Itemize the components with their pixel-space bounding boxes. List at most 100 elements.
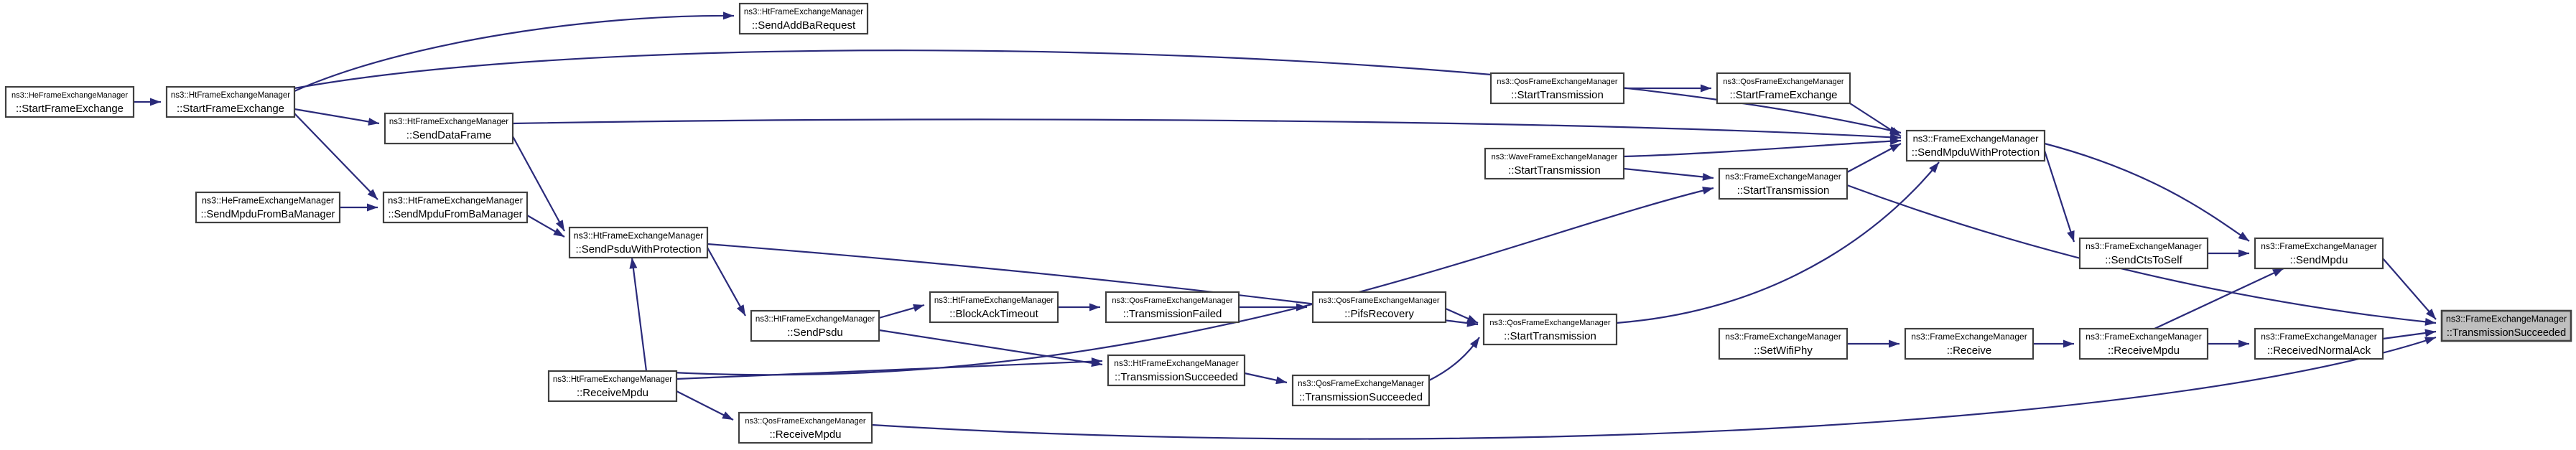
node-box[interactable] <box>4 85 135 118</box>
edge-arrow-icon <box>2067 230 2075 242</box>
graph-node[interactable]: ns3::FrameExchangeManager::StartTransmis… <box>1718 167 1849 200</box>
edge-arrow-icon <box>1702 187 1714 194</box>
call-edge <box>1846 184 2437 326</box>
call-edge <box>2208 339 2249 348</box>
edge-arrow-icon <box>2272 268 2284 277</box>
nodes-layer: ns3::HeFrameExchangeManager::StartFrameE… <box>4 2 2572 444</box>
node-box[interactable] <box>1107 354 1246 387</box>
graph-node[interactable]: ns3::HtFrameExchangeManager::SendMpduFro… <box>382 191 529 224</box>
node-box[interactable] <box>383 112 514 145</box>
call-edge <box>1239 303 1307 311</box>
graph-node[interactable]: ns3::HtFrameExchangeManager::SendPsdu <box>750 309 880 342</box>
call-edge <box>1445 307 1479 324</box>
edge-arrow-icon <box>367 203 378 212</box>
graph-node[interactable]: ns3::QosFrameExchangeManager::StartTrans… <box>1489 72 1625 105</box>
graph-node[interactable]: ns3::FrameExchangeManager::Receive <box>1904 327 2035 360</box>
node-box[interactable] <box>1718 167 1849 200</box>
call-edge <box>2043 150 2075 243</box>
graph-node[interactable]: ns3::FrameExchangeManager::ReceiveMpdu <box>2078 327 2209 360</box>
call-edge <box>878 304 925 319</box>
call-edge <box>646 187 1714 376</box>
graph-node[interactable]: ns3::FrameExchangeManager::SendCtsToSelf <box>2078 237 2209 270</box>
node-box[interactable] <box>1489 72 1625 105</box>
edge-arrow-icon <box>1889 144 1901 152</box>
node-box[interactable] <box>738 411 873 444</box>
graph-node[interactable]: ns3::QosFrameExchangeManager::Transmissi… <box>1291 374 1431 407</box>
node-box[interactable] <box>165 85 296 118</box>
node-box[interactable] <box>2078 237 2209 270</box>
graph-node[interactable]: ns3::FrameExchangeManager::ReceivedNorma… <box>2254 327 2384 360</box>
call-edge <box>676 390 734 421</box>
edge-arrow-icon <box>555 220 564 231</box>
graph-node[interactable]: ns3::FrameExchangeManager::SendMpdu <box>2254 237 2384 270</box>
graph-node[interactable]: ns3::HtFrameExchangeManager::SendDataFra… <box>383 112 514 145</box>
call-edge <box>134 98 161 106</box>
node-box[interactable] <box>2078 327 2209 360</box>
node-box[interactable] <box>738 2 869 35</box>
node-box[interactable] <box>568 226 709 259</box>
node-box[interactable] <box>750 309 880 342</box>
graph-node[interactable]: ns3::HeFrameExchangeManager::StartFrameE… <box>4 85 135 118</box>
call-edge <box>294 11 735 93</box>
call-edge <box>676 357 1103 380</box>
node-box[interactable] <box>1311 291 1447 324</box>
graph-node[interactable]: ns3::QosFrameExchangeManager::Transmissi… <box>1105 291 1240 324</box>
graph-node[interactable]: ns3::HeFrameExchangeManager::SendMpduFro… <box>195 191 341 224</box>
graph-node[interactable]: ns3::HtFrameExchangeManager::Transmissio… <box>1107 354 1246 387</box>
call-edge <box>1623 137 1902 158</box>
graph-node[interactable]: ns3::FrameExchangeManager::SendMpduWithP… <box>1905 129 2046 162</box>
graph-node[interactable]: ns3::QosFrameExchangeManager::StartFrame… <box>1716 72 1851 105</box>
graph-node[interactable]: ns3::QosFrameExchangeManager::ReceiveMpd… <box>738 411 873 444</box>
node-box[interactable] <box>1484 147 1625 180</box>
edge-arrow-icon <box>736 304 745 316</box>
call-edge <box>629 257 648 372</box>
edge-arrow-icon <box>1889 127 1901 136</box>
node-box[interactable] <box>1291 374 1431 407</box>
graph-node[interactable]: ns3::HtFrameExchangeManager::SendAddBaRe… <box>738 2 869 35</box>
graph-node[interactable]: ns3::FrameExchangeManager::TransmissionS… <box>2440 309 2572 342</box>
call-edge <box>1847 339 1900 348</box>
edge-arrow-icon <box>2238 249 2249 258</box>
graph-node[interactable]: ns3::FrameExchangeManager::SetWifiPhy <box>1718 327 1849 360</box>
edge-arrow-icon <box>1466 314 1478 323</box>
graph-node[interactable]: ns3::HtFrameExchangeManager::StartFrameE… <box>165 85 296 118</box>
edge-arrow-icon <box>1702 172 1714 181</box>
node-box[interactable] <box>1105 291 1240 324</box>
edge-arrow-icon <box>2424 317 2436 326</box>
node-box[interactable] <box>2440 309 2572 342</box>
edges-layer <box>134 11 2437 440</box>
graph-node[interactable]: ns3::WaveFrameExchangeManager::StartTran… <box>1484 147 1625 180</box>
edge-arrow-icon <box>2426 309 2436 319</box>
node-box[interactable] <box>2254 237 2384 270</box>
edge-arrow-icon <box>1701 84 1711 93</box>
call-edge <box>871 336 2437 440</box>
call-edge <box>2154 268 2284 329</box>
graph-node[interactable]: ns3::QosFrameExchangeManager::StartTrans… <box>1482 313 1618 346</box>
edge-arrow-icon <box>1089 303 1100 311</box>
call-edge <box>1849 103 1902 137</box>
graph-node[interactable]: ns3::HtFrameExchangeManager::ReceiveMpdu <box>547 370 678 403</box>
node-box[interactable] <box>1904 327 2035 360</box>
node-box[interactable] <box>929 291 1059 324</box>
call-edge <box>294 108 380 126</box>
call-edge <box>526 215 565 238</box>
graph-node[interactable]: ns3::HtFrameExchangeManager::BlockAckTim… <box>929 291 1059 324</box>
node-box[interactable] <box>1482 313 1618 346</box>
call-edge <box>1244 372 1288 385</box>
edge-arrow-icon <box>368 118 379 126</box>
node-box[interactable] <box>1905 129 2046 162</box>
edge-arrow-icon <box>2424 329 2436 337</box>
node-box[interactable] <box>195 191 341 224</box>
node-box[interactable] <box>1718 327 1849 360</box>
graph-node[interactable]: ns3::QosFrameExchangeManager::PifsRecove… <box>1311 291 1447 324</box>
node-box[interactable] <box>1716 72 1851 105</box>
call-edge <box>1428 337 1480 381</box>
edge-arrow-icon <box>150 98 161 106</box>
edge-arrow-icon <box>2063 339 2074 348</box>
node-box[interactable] <box>547 370 678 403</box>
node-box[interactable] <box>382 191 529 224</box>
edge-arrow-icon <box>722 11 734 20</box>
graph-node[interactable]: ns3::HtFrameExchangeManager::SendPsduWit… <box>568 226 709 259</box>
node-box[interactable] <box>2254 327 2384 360</box>
